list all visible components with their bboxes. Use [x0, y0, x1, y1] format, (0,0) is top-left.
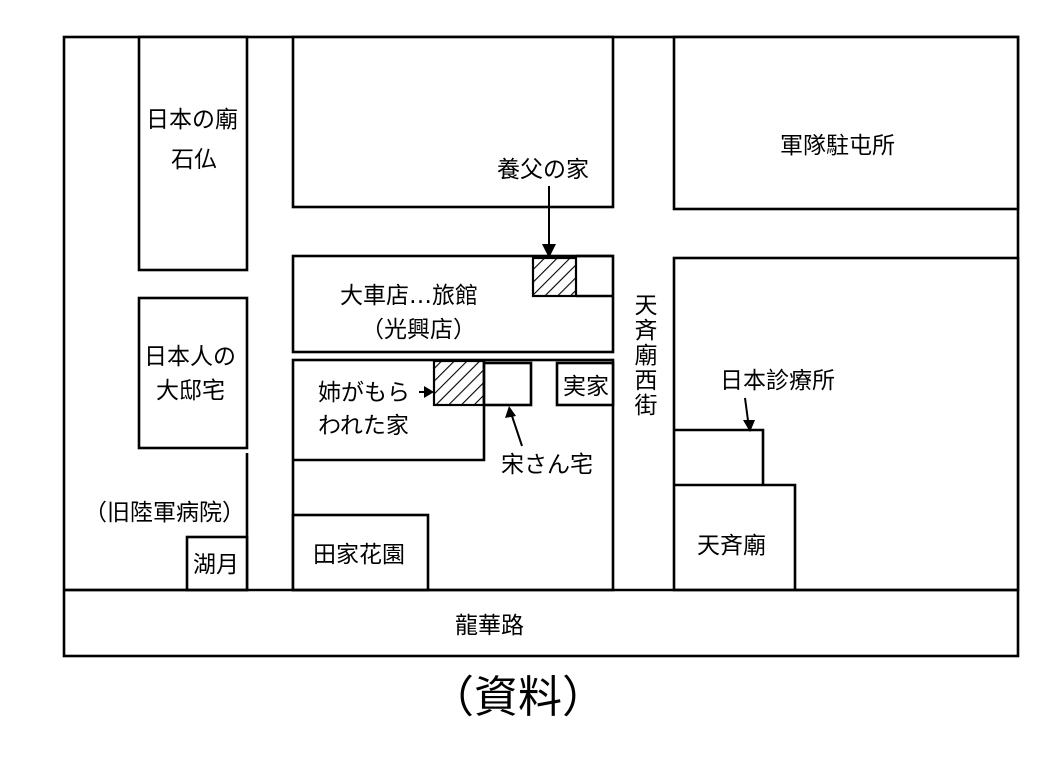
label-japanese-temple-2: 石仏 [171, 147, 217, 173]
block-japanese-residence [137, 296, 249, 450]
label-side-street: 天斉廟西街 [630, 293, 658, 418]
block-army-garrison [672, 35, 1020, 211]
label-sister-house-1: 姉がもら [318, 380, 410, 406]
plot-song-house [482, 361, 533, 407]
block-east [672, 256, 1020, 592]
label-japanese-clinic: 日本診療所 [720, 368, 835, 394]
label-sister-house-2: われた家 [318, 413, 409, 439]
label-daishaten-inn: 大車店…旅館 [340, 283, 478, 309]
label-army-garrison: 軍隊駐屯所 [780, 133, 895, 159]
label-main-road: 龍華路 [455, 613, 524, 639]
plot-tianqi-temple [674, 483, 797, 590]
block-north-center [291, 35, 615, 209]
label-japanese-residence-1: 日本人の [144, 344, 236, 370]
block-japanese-temple [137, 35, 249, 272]
label-kokoten: （光興店） [361, 317, 476, 343]
label-japanese-residence-2: 大邸宅 [156, 378, 225, 404]
arrow-clinic [743, 397, 755, 432]
label-kogetsu: 湖月 [193, 552, 239, 578]
plot-real-family-home [555, 361, 615, 407]
label-japanese-temple-1: 日本の廟 [146, 107, 238, 133]
label-tianqi-temple: 天斉廟 [697, 533, 766, 559]
hatched-foster-father-house [531, 256, 578, 298]
arrow-sister-house [419, 386, 434, 398]
plot-clinic [674, 428, 765, 485]
label-song-house: 宋さん宅 [501, 452, 593, 478]
caption: （資料） [430, 672, 606, 723]
label-old-army-hospital: （旧陸軍病院） [84, 500, 245, 526]
label-foster-father-house: 養父の家 [497, 157, 589, 183]
label-real-family-home: 実家 [563, 374, 609, 400]
hatched-sister-house [432, 359, 486, 407]
label-tian-garden: 田家花園 [313, 542, 405, 568]
arrow-song-house [505, 406, 523, 447]
plot-foster-father-annex [576, 254, 613, 298]
arrow-foster-father [542, 186, 556, 258]
